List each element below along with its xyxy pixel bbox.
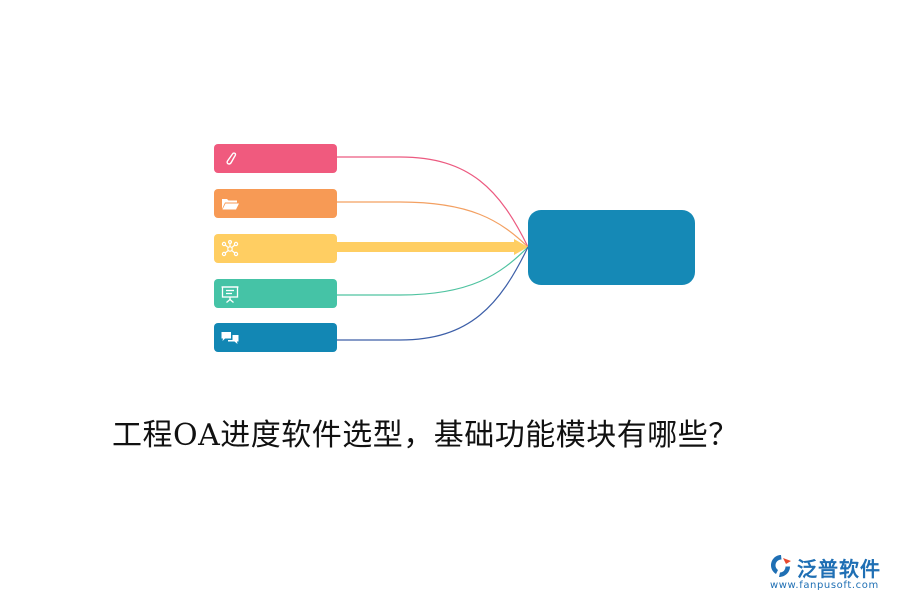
connector-4 <box>337 246 529 296</box>
connector-1 <box>337 156 529 248</box>
module-bar-4 <box>214 279 337 308</box>
module-bar-2 <box>214 189 337 218</box>
chat-bubbles-icon <box>221 331 239 344</box>
module-bar-3 <box>214 234 337 263</box>
central-target-box <box>528 210 695 285</box>
presentation-icon <box>221 285 239 303</box>
watermark-brand: 泛普软件 <box>797 557 881 581</box>
fanpusoft-logo-icon <box>771 555 791 577</box>
connector-5 <box>337 246 529 341</box>
module-bar-5 <box>214 323 337 352</box>
fanpusoft-watermark: 泛普软件 www.fanpusoft.com <box>768 553 893 595</box>
folder-icon <box>222 198 239 209</box>
paperclip-icon <box>226 151 237 165</box>
connector-2 <box>337 201 529 248</box>
connector-3-arrowhead <box>514 239 528 255</box>
network-icon <box>221 239 239 256</box>
watermark-url: www.fanpusoft.com <box>770 580 879 591</box>
page-headline: 工程OA进度软件选型，基础功能模块有哪些？ <box>112 418 739 453</box>
module-bar-1 <box>214 144 337 173</box>
